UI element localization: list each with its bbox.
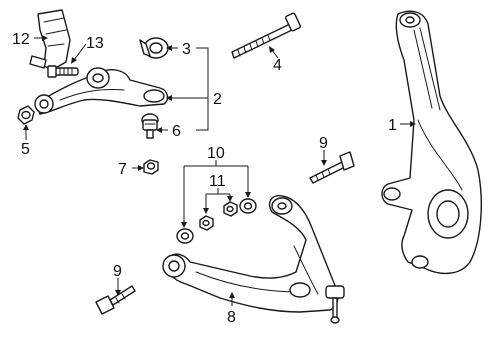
lower-control-arm-part [162, 195, 345, 324]
callout-1: 1 [388, 117, 397, 134]
lower-arm-nut-right-part [223, 201, 238, 217]
upper-arm-bushing-part [139, 37, 169, 59]
callout-12: 12 [12, 31, 30, 48]
lower-arm-bushing-right-part [239, 198, 257, 214]
upper-arm-nut-part [17, 105, 35, 125]
callout-3: 3 [182, 41, 191, 58]
callout-9-lower: 9 [113, 263, 122, 280]
bracket-bolt-part [47, 65, 79, 78]
callout-9-upper: 9 [319, 135, 328, 152]
callout-2: 2 [213, 91, 222, 108]
callout-7: 7 [118, 161, 127, 178]
upper-ball-joint-part [141, 113, 159, 139]
lower-arm-bolt-part [95, 285, 136, 315]
callout-8: 8 [227, 309, 236, 326]
upper-control-arm-part [34, 67, 169, 115]
lower-arm-bushing-left-part [176, 228, 194, 244]
callout-11: 11 [209, 173, 226, 190]
callout-labels: 12 13 3 4 2 1 6 5 9 10 7 11 9 8 [12, 31, 397, 326]
callout-10: 10 [207, 145, 225, 162]
lower-arm-nut-left-part [199, 215, 214, 231]
knuckle-bolt-part [309, 151, 355, 184]
callout-13: 13 [86, 35, 104, 52]
callout-5: 5 [21, 141, 30, 158]
leader-lines [23, 35, 416, 306]
ball-joint-nut-part [143, 159, 159, 175]
heat-shield-bracket-part [29, 9, 71, 71]
callout-6: 6 [172, 123, 181, 140]
steering-knuckle-part [381, 10, 482, 275]
callout-4: 4 [273, 57, 282, 74]
long-bolt-part [231, 12, 301, 59]
